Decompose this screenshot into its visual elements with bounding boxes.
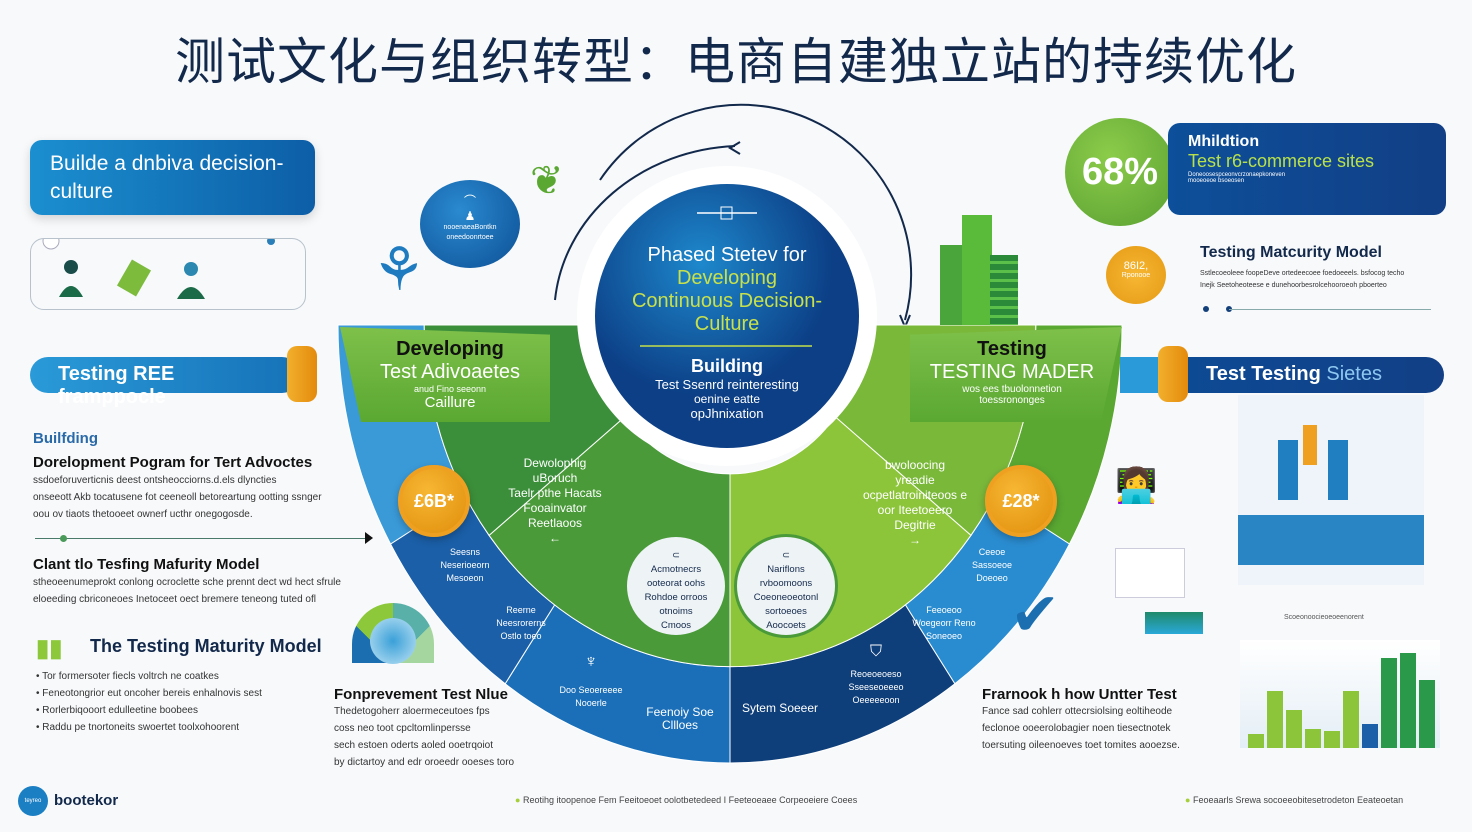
- segment-label: Sytem Soeeer: [741, 701, 819, 715]
- plant-icon: ⚘: [372, 236, 426, 303]
- card-illustration: [1115, 548, 1185, 598]
- bar-chart-illustration: [1240, 640, 1440, 748]
- segment-label: Feeoeoo Woegeorr Reno Soneoeo: [912, 605, 976, 641]
- segment-label: Reerne Neesrorerns Ostlo toeo: [496, 605, 546, 641]
- checkmark-icon: ✔: [1010, 581, 1061, 648]
- section-title: Dorelopment Pogram for Tert Advoctes: [33, 454, 313, 471]
- tab-testing-text: Testing TESTING MADER wos ees tbuolonnet…: [929, 338, 1095, 406]
- coin-badge-left: £6B*: [398, 465, 470, 537]
- divider-arrow: [35, 538, 365, 539]
- tab-developing: [340, 327, 550, 422]
- building-blocks-icon: [940, 200, 1020, 325]
- section-title: Fonprevement Test Nlue: [334, 686, 508, 703]
- section-title: Clant tlo Tesfing Mafurity Model: [33, 556, 260, 573]
- ribbon-clip: [287, 346, 317, 402]
- tab-developing-text: Developing Test Adivoaetes anud Fino see…: [379, 338, 521, 411]
- person-icon: [59, 260, 83, 297]
- tab-testing: [910, 327, 1122, 422]
- chart-bar: [1381, 657, 1397, 748]
- center-circle: [595, 184, 859, 448]
- framework-ribbon: Testing REE framppocle: [30, 357, 300, 408]
- bars-icon: ▮▮: [36, 635, 63, 662]
- segment-label: Seesns Neserioeorn Mesoeon: [440, 547, 490, 583]
- chart-bar: [1419, 679, 1435, 748]
- dashboard-illustration: [1238, 395, 1424, 585]
- puzzle-icon: [116, 259, 152, 297]
- center-sub: Building Test Ssenrd reinteresting oenin…: [655, 356, 799, 421]
- coin-badge-right: £28*: [985, 465, 1057, 537]
- stat-card: Mhildtion Test r6-commerce sites Doneoos…: [1168, 123, 1446, 215]
- page-title: 测试文化与组织转型：电商自建独立站的持续优化: [175, 33, 1297, 91]
- people-icon: 👩‍💻: [1115, 467, 1158, 505]
- chart-bar: [1400, 653, 1416, 748]
- cycle-arrow: [599, 103, 913, 321]
- tmm-title: Testing Matcurity Model: [1200, 244, 1382, 261]
- small-stat-bubble: 86I2, Rponooe: [1106, 246, 1166, 304]
- chart-bar: [1305, 729, 1321, 748]
- decision-culture-box: Builde a dnbiva decision-culture: [30, 140, 315, 215]
- gear-icon: [370, 618, 416, 664]
- arrow-right-icon: [365, 532, 373, 544]
- maturity-model-title: The Testing Maturity Model: [90, 636, 322, 656]
- chart-bar: [1248, 733, 1264, 748]
- section-kicker: Builfding: [33, 430, 98, 447]
- section-body: ssdoeforuverticnis deest ontsheocciorns.…: [33, 475, 322, 520]
- chart-bar: [1286, 710, 1302, 748]
- stat-bubble: 68%: [1065, 118, 1175, 226]
- logo-badge: teyreo: [18, 786, 48, 816]
- center-heading: Phased Stetev for Developing Continuous …: [631, 244, 823, 335]
- chart-bar: [1362, 724, 1378, 748]
- chat-icon: ⌒♟: [463, 194, 476, 223]
- footer-note: ● Reotihg itoopenoe Fem Feeitoeoet oolot…: [515, 795, 858, 805]
- timeline-dot: [60, 535, 67, 542]
- segment-label: Doo Seoereeee Nooerle: [559, 685, 623, 708]
- person-icon: [177, 262, 205, 299]
- shield-icon: ⛉: [869, 643, 882, 660]
- segment-label: Ceeoe Sassoeoe Doeoeo: [971, 547, 1013, 583]
- chart-bar: [1324, 730, 1340, 748]
- framework-title: Frarnook h how Untter Test: [982, 686, 1177, 703]
- logo-text: bootekor: [54, 792, 119, 809]
- footer-note-right: ● Feoeaarls Srewa socoeeobitesetrodeton …: [1185, 795, 1404, 805]
- segment-label: Reoeoeoeso Sseeseoeeeo Oeeeeeoon: [848, 669, 904, 705]
- maturity-bullets: • Tor formersoter fiecls voltrch ne coat…: [36, 671, 262, 733]
- chart-caption: Scoeonoocieoeoeenorent: [1284, 614, 1364, 621]
- segment-label: Feenoiy Soe Cllloes: [646, 705, 714, 732]
- chart-bar: [1343, 691, 1359, 748]
- hands-icon: ♆: [584, 651, 598, 671]
- chart-bar: [1267, 691, 1283, 748]
- ribbon-clip: [1158, 346, 1188, 402]
- leaf-icon: ❦: [530, 159, 564, 203]
- testing-sites-ribbon: Test Testing Sietes: [1188, 357, 1444, 393]
